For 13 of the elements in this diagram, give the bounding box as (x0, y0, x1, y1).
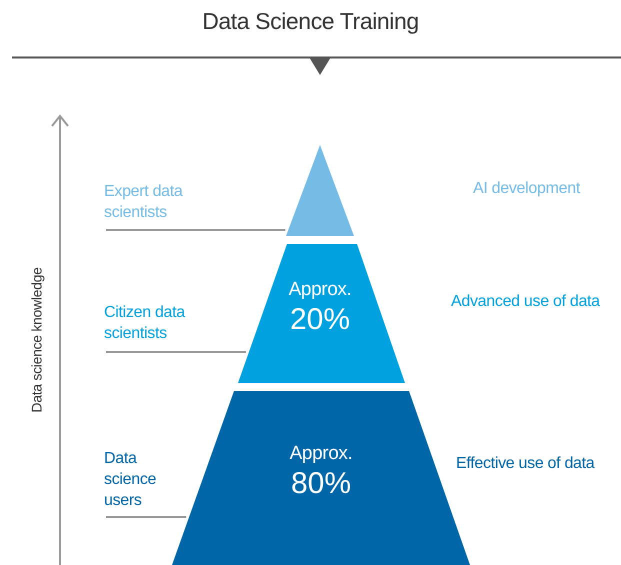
tier-caption: Approx. (288, 278, 352, 302)
group-label: Data science users (104, 448, 174, 511)
use-label: Effective use of data (456, 454, 594, 474)
group-label: Expert data scientists (104, 181, 224, 223)
tier-caption: Approx. (290, 442, 352, 466)
use-label: AI development (473, 179, 580, 199)
group-label: Citizen data scientists (104, 302, 234, 344)
axis-label: Data science knowledge (28, 267, 46, 413)
diagram-title: Data Science Training (201, 8, 420, 35)
leader-line (106, 516, 187, 518)
percentage-value: 20% (290, 302, 350, 338)
use-label: Advanced use of data (451, 292, 600, 312)
percentage-value: 80% (290, 466, 352, 502)
